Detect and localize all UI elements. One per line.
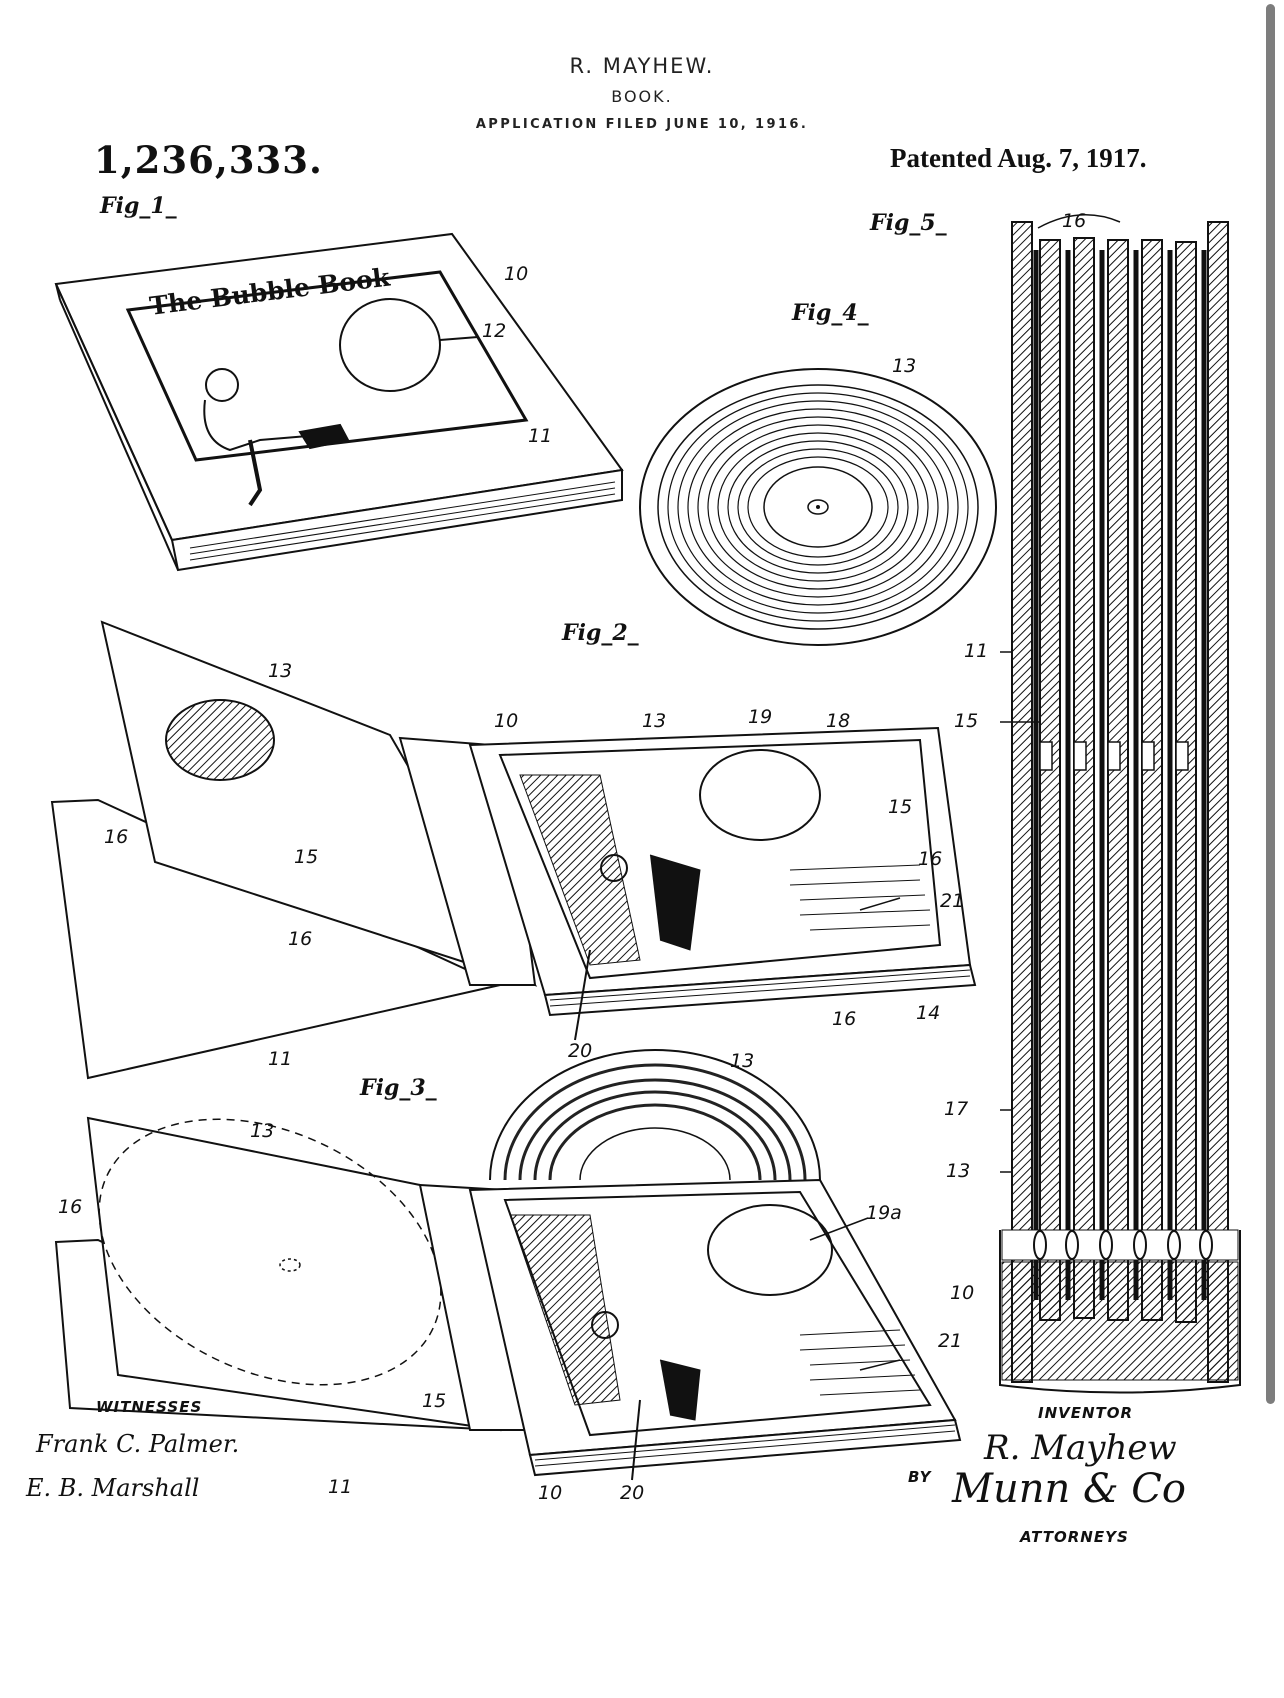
fig1-closed-book [54,232,624,572]
ref-numeral: 19 [748,706,773,728]
ref-numeral: 16 [104,826,129,848]
fig5-sectional-view [999,214,1241,1394]
ref-numeral: 13 [892,355,917,377]
patent-number: 1,236,333. [94,138,323,182]
fig1-label: Fig_1_ [100,193,177,219]
ref-numeral: 16 [832,1008,857,1030]
ref-numeral: 13 [642,710,667,732]
fig4-record-disc [639,368,997,646]
ref-numeral: 13 [250,1120,275,1142]
ref-numeral: 21 [940,890,965,912]
ref-numeral: 10 [504,263,529,285]
ref-numeral: 20 [568,1040,593,1062]
ref-numeral: 16 [1062,210,1087,232]
ref-numeral: 21 [938,1330,963,1352]
ref-numeral: 15 [888,796,913,818]
witness-signature-1: Frank C. Palmer. [36,1430,240,1458]
ref-numeral: 18 [826,710,851,732]
vertical-scrollbar[interactable] [1266,4,1275,1404]
ref-numeral: 15 [954,710,979,732]
ref-numeral: 11 [964,640,989,662]
witness-signature-2: E. B. Marshall [26,1474,200,1502]
ref-numeral: 16 [918,848,943,870]
inventor-label: INVENTOR [1038,1404,1134,1422]
ref-numeral: 10 [494,710,519,732]
fig5-label: Fig_5_ [870,210,947,236]
ref-numeral: 15 [294,846,319,868]
ref-numeral: 14 [916,1002,941,1024]
application-filed-date: APPLICATION FILED JUNE 10, 1916. [475,117,809,132]
inventor-signature: R. Mayhew [984,1428,1177,1468]
fig2-label: Fig_2_ [562,620,639,646]
fig2-open-book [50,620,977,1080]
attorneys-label: ATTORNEYS [1020,1528,1129,1546]
ref-numeral: 16 [288,928,313,950]
by-label: BY [908,1468,932,1486]
ref-numeral: 10 [538,1482,563,1504]
ref-numeral: 13 [730,1050,755,1072]
ref-numeral: 20 [620,1482,645,1504]
attorney-signature: Munn & Co [952,1466,1186,1512]
ref-numeral: 11 [268,1048,293,1070]
fig4-label: Fig_4_ [792,300,869,326]
fig3-open-book-with-record [54,1049,962,1481]
ref-numeral: 11 [528,425,553,447]
ref-numeral: 12 [482,320,507,342]
patent-title: BOOK. [611,87,673,106]
ref-numeral: 13 [946,1160,971,1182]
ref-numeral: 15 [422,1390,447,1412]
ref-numeral: 13 [268,660,293,682]
reference-leader-lines [809,651,1040,1371]
ref-numeral: 17 [944,1098,969,1120]
witnesses-label: WITNESSES [96,1398,203,1416]
ref-numeral: 19a [866,1202,902,1224]
ref-numeral: 10 [950,1282,975,1304]
inventor-name: R. MAYHEW. [569,54,715,78]
ref-numeral: 16 [58,1196,83,1218]
patented-date: Patented Aug. 7, 1917. [890,143,1147,173]
fig3-label: Fig_3_ [360,1075,437,1101]
ref-numeral: 11 [328,1476,353,1498]
